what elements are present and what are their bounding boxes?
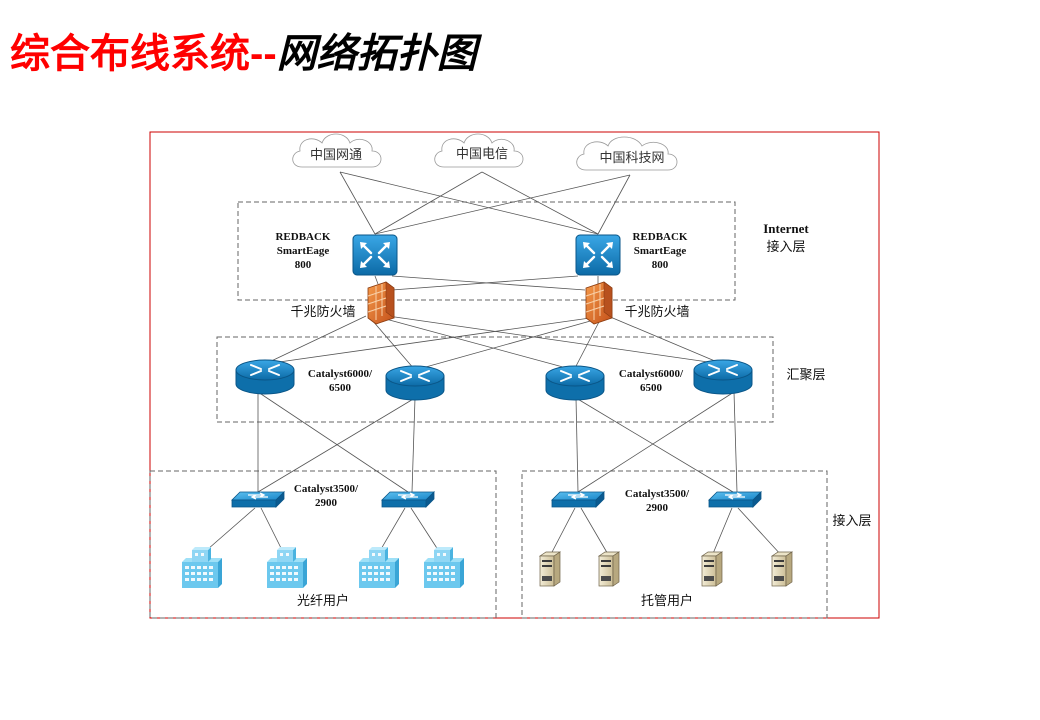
cloud-label-cstnet: 中国科技网	[599, 151, 664, 166]
router-left-line3: 800	[295, 259, 312, 271]
server-icon-3	[701, 551, 723, 587]
cloud-cstnet	[576, 136, 678, 171]
router-right-line2: SmartEage	[634, 245, 687, 257]
fiber-users-label: 光纤用户	[297, 593, 349, 609]
firewall-label-right: 千兆防火墙	[624, 304, 689, 320]
cloud-label-telecom: 中国电信	[456, 147, 508, 162]
core-switch-icon-3	[545, 365, 605, 401]
server-icon-1	[539, 551, 561, 587]
cloud-label-cnc: 中国网通	[310, 148, 362, 163]
building-icon-4	[424, 547, 464, 588]
server-icon-4	[771, 551, 793, 587]
title-part1: 综合布线系统--	[10, 32, 277, 76]
router-right-line1: REDBACK	[632, 231, 687, 243]
page-title: 综合布线系统--网络拓扑图	[10, 34, 477, 74]
internet-layer-label-line1: Internet	[763, 221, 809, 236]
aggregation-layer-label: 汇聚层	[786, 368, 825, 383]
title-part2: 网络拓扑图	[276, 32, 477, 76]
core-label-left-line2: 6500	[329, 382, 352, 394]
access-layer-box-left	[149, 470, 497, 619]
access-switch-icon-2	[381, 491, 435, 508]
access-label-right-line2: 2900	[646, 502, 669, 514]
aggregation-layer-box	[216, 336, 774, 423]
access-layer-label: 接入层	[832, 513, 871, 529]
core-label-right-line1: Catalyst6000/	[619, 368, 684, 380]
core-switch-icon-2	[385, 365, 445, 401]
access-label-left-line2: 2900	[315, 497, 338, 509]
router-icon-left	[351, 233, 399, 277]
building-icon-2	[267, 547, 307, 588]
core-switch-icon-4	[693, 359, 753, 395]
internet-layer-label-line2: 接入层	[766, 239, 805, 255]
building-icon-1	[182, 547, 222, 588]
access-layer-box-right	[521, 470, 828, 619]
cloud-telecom	[434, 133, 524, 168]
access-switch-icon-4	[708, 491, 762, 508]
internet-layer-box	[237, 201, 736, 301]
access-label-left-line1: Catalyst3500/	[294, 483, 359, 495]
diagram-frame	[149, 131, 880, 619]
building-icon-3	[359, 547, 399, 588]
hosted-users-label: 托管用户	[641, 593, 693, 609]
access-label-right-line1: Catalyst3500/	[625, 488, 690, 500]
router-label-left: REDBACK SmartEage 800	[275, 231, 330, 271]
core-switch-icon-1	[235, 359, 295, 395]
firewall-icon-left	[367, 281, 395, 325]
router-right-line3: 800	[652, 259, 669, 271]
router-label-right: REDBACK SmartEage 800	[632, 231, 687, 271]
access-switch-icon-3	[551, 491, 605, 508]
access-switch-icon-1	[231, 491, 285, 508]
core-label-right-line2: 6500	[640, 382, 663, 394]
server-icon-2	[598, 551, 620, 587]
firewall-icon-right	[585, 281, 613, 325]
cloud-cnc	[292, 133, 382, 168]
router-left-line2: SmartEage	[277, 245, 330, 257]
router-left-line1: REDBACK	[275, 231, 330, 243]
router-icon-right	[574, 233, 622, 277]
firewall-label-left: 千兆防火墙	[290, 304, 355, 320]
core-label-left-line1: Catalyst6000/	[308, 368, 373, 380]
